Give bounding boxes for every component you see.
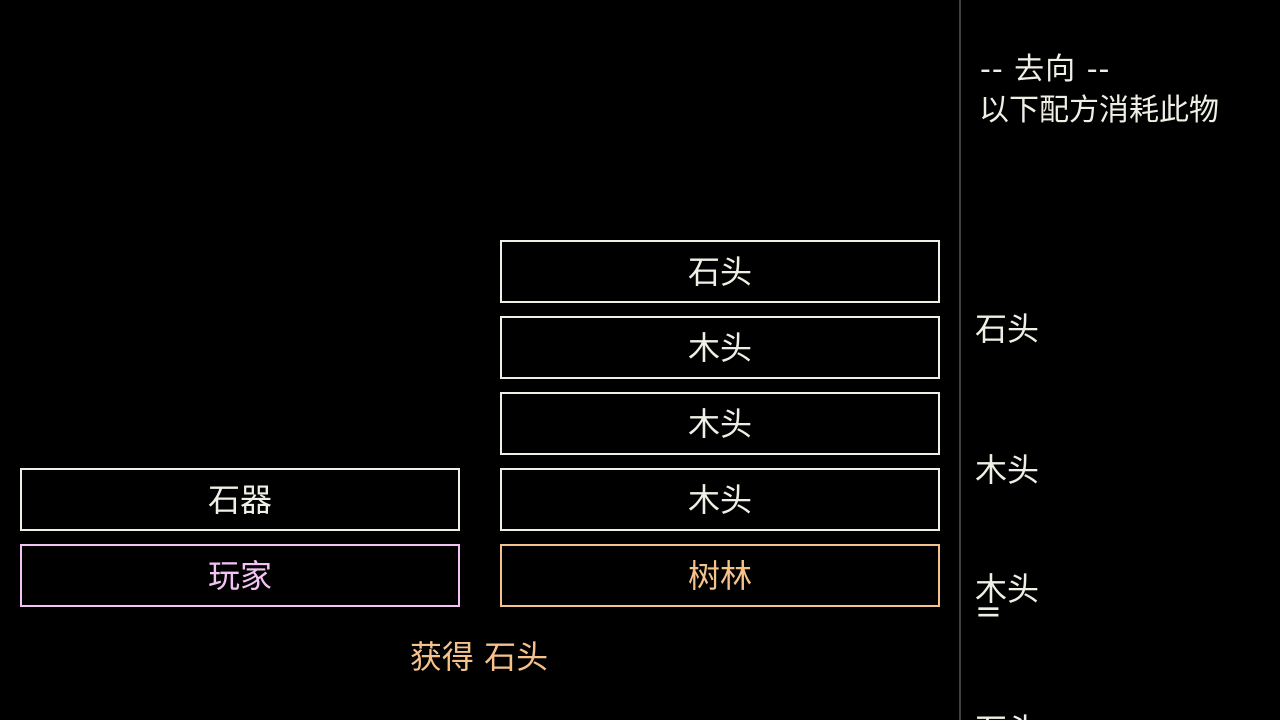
recipe-1: 石头 木头 = 石器 [975, 212, 1039, 720]
item-box-stone[interactable]: 石头 [500, 240, 940, 303]
item-box-wood-1[interactable]: 木头 [500, 316, 940, 379]
recipe-ingredient: 木头 [975, 570, 1040, 608]
panel-title: -- 去向 -- [980, 52, 1111, 87]
entity-box-player[interactable]: 玩家 [20, 544, 460, 607]
item-label: 玩家 [207, 556, 272, 595]
panel-subtitle: 以下配方消耗此物 [979, 93, 1219, 128]
recipe-ingredient: 木头 [975, 451, 1040, 489]
location-box-forest[interactable]: 树林 [500, 544, 940, 607]
item-box-wood-2[interactable]: 木头 [500, 392, 940, 455]
item-label: 木头 [687, 328, 752, 367]
panel-divider [959, 0, 961, 720]
item-label: 木头 [687, 480, 752, 519]
item-label: 石头 [687, 252, 752, 291]
item-label: 树林 [687, 556, 752, 595]
recipe-equals-sign: = [975, 592, 1002, 630]
recipe-2: 木头 石头 = 石器 [975, 472, 1039, 720]
item-label: 木头 [687, 404, 752, 443]
item-box-wood-3[interactable]: 木头 [500, 468, 940, 531]
item-label: 石器 [207, 480, 272, 519]
item-box-stone-tool[interactable]: 石器 [20, 468, 460, 531]
recipe-ingredient: 石头 [975, 707, 1039, 720]
status-message: 获得 石头 [409, 638, 549, 676]
usage-panel: -- 去向 -- 以下配方消耗此物 石头 木头 = 石器 木头 石头 = 石器 [961, 0, 1280, 720]
recipe-ingredient: 石头 [975, 310, 1040, 348]
